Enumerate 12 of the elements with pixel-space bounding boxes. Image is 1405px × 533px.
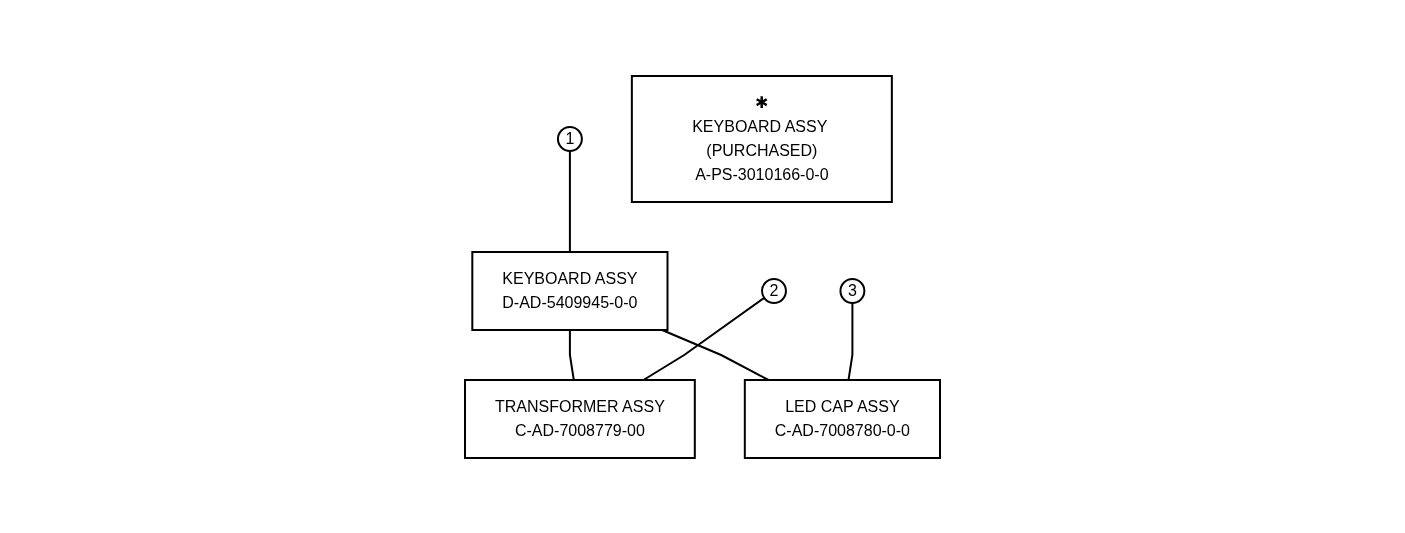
connector — [568, 328, 575, 381]
connector — [661, 328, 770, 381]
node-circle: 1 — [556, 125, 583, 152]
connector — [642, 296, 766, 381]
node-circle: 3 — [839, 277, 866, 304]
node-box: KEYBOARD ASSY D-AD-5409945-0-0 — [471, 250, 669, 331]
connector — [847, 301, 854, 381]
node-box: LED CAP ASSY C-AD-7008780-0-0 — [743, 378, 941, 459]
node-circle: 2 — [761, 277, 787, 304]
connector — [568, 149, 571, 253]
node-box: ✱ KEYBOARD ASSY (PURCHASED) A-PS-3010166-0-0 — [630, 74, 893, 203]
node-box: TRANSFORMER ASSY C-AD-7008779-00 — [464, 378, 696, 459]
